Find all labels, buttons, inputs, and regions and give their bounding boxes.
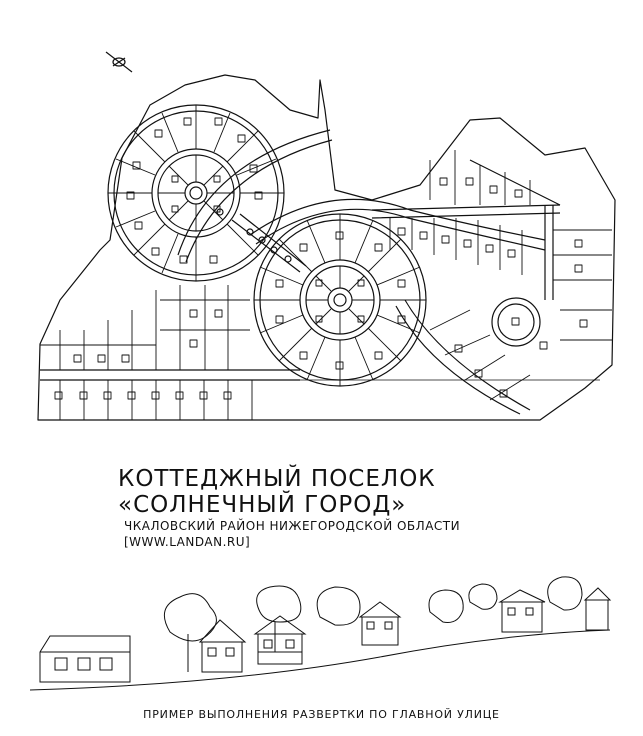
north-arrow-icon [105,51,133,73]
trees [163,576,583,672]
elevation-caption: ПРИМЕР ВЫПОЛНЕНИЯ РАЗВЕРТКИ ПО ГЛАВНОЙ У… [143,708,500,721]
house-middle [198,615,307,673]
house-right [358,587,612,646]
street-elevation [30,576,612,691]
project-website: [WWW.LANDAN.RU] [124,535,251,549]
circle-east [491,297,541,347]
project-location: ЧКАЛОВСКИЙ РАЙОН НИЖЕГОРОДСКОЙ ОБЛАСТИ [124,519,461,533]
house-markers [54,117,588,400]
site-boundary [37,74,616,421]
project-title: КОТТЕДЖНЫЙ ПОСЕЛОК [118,466,436,492]
house-left [39,635,131,683]
project-name: «СОЛНЕЧНЫЙ ГОРОД» [118,492,407,518]
title-block: КОТТЕДЖНЫЙ ПОСЕЛОК «СОЛНЕЧНЫЙ ГОРОД» ЧКА… [118,466,538,550]
ground-line [30,629,611,691]
site-plan [37,51,616,421]
main-road [177,129,333,263]
